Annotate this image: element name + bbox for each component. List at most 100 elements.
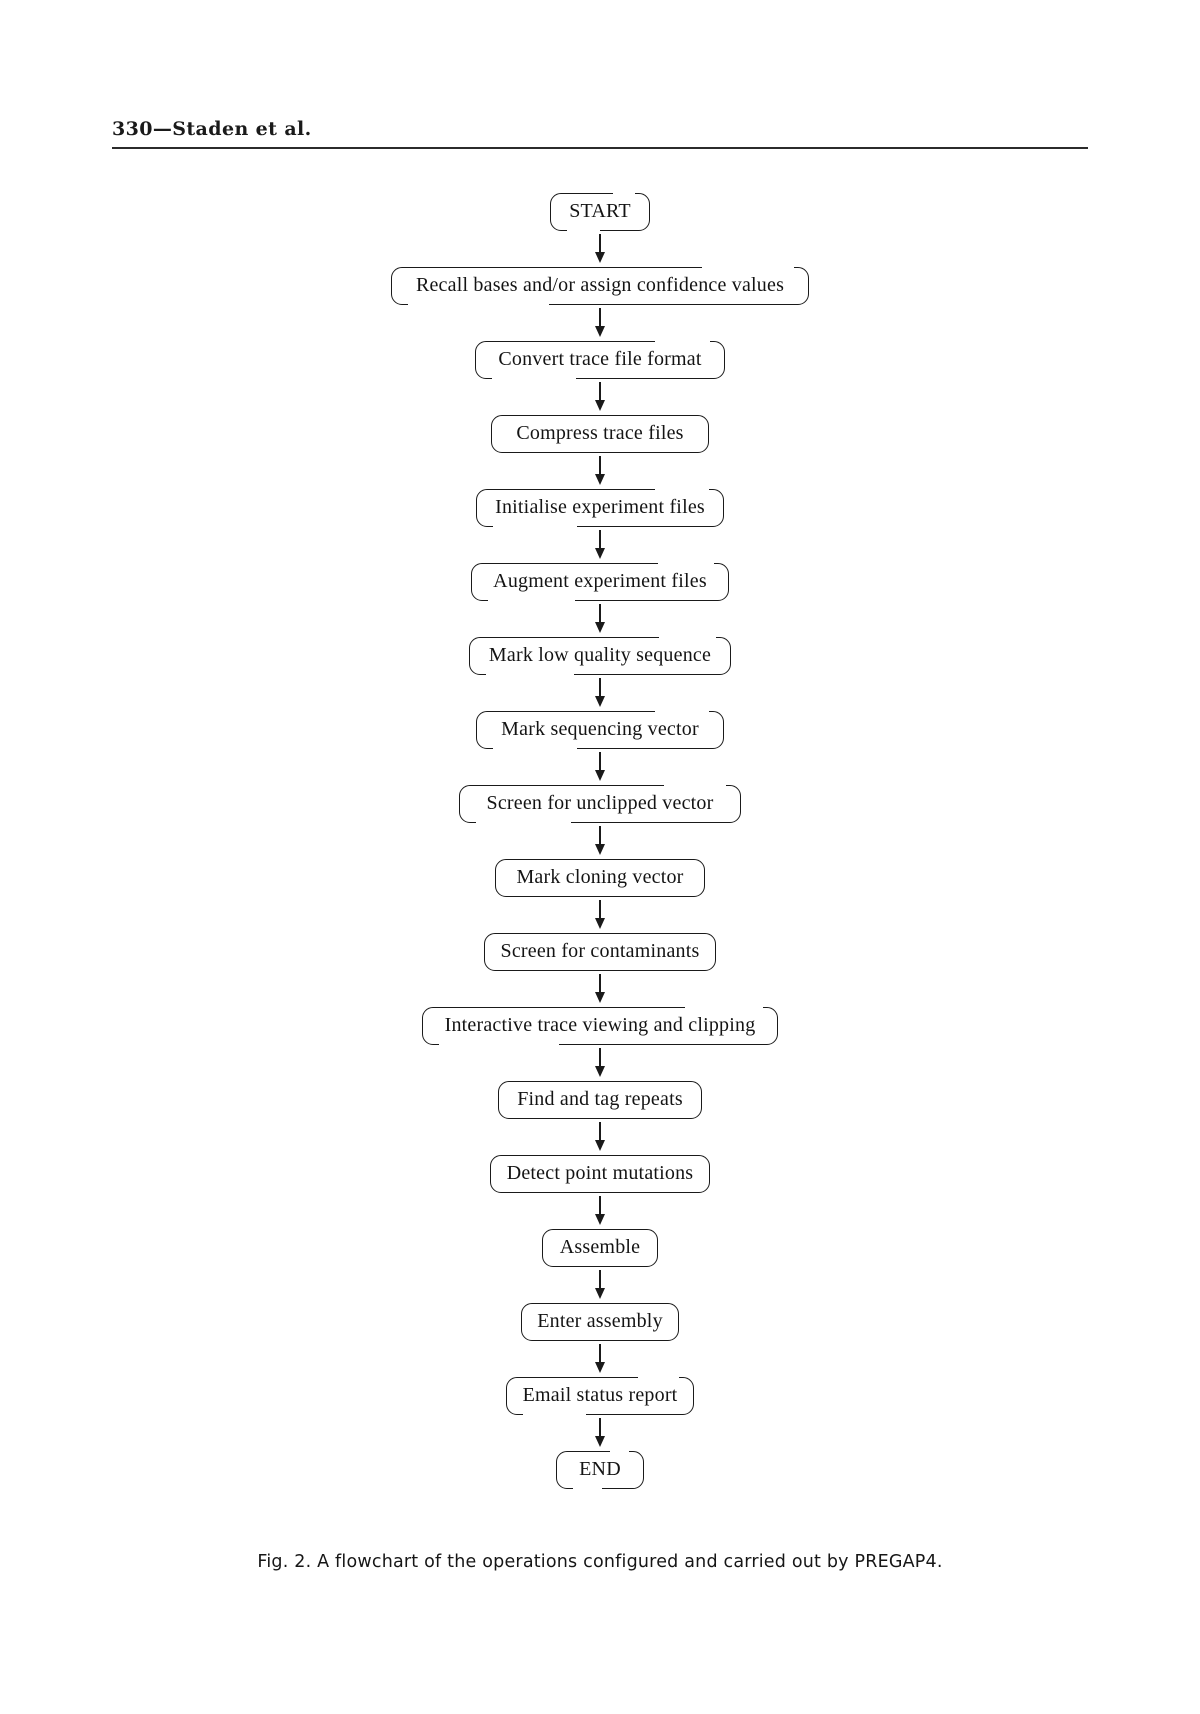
arrow-shaft xyxy=(599,1122,601,1144)
arrow-shaft xyxy=(599,974,601,996)
arrow-down-icon xyxy=(593,1270,607,1300)
arrow-shaft xyxy=(599,604,601,626)
flow-connector-arrow-down-icon xyxy=(0,678,1200,708)
flow-connector-arrow-down-icon xyxy=(0,826,1200,856)
flow-connector-arrow-down-icon xyxy=(0,308,1200,338)
flow-node-end: END xyxy=(556,1450,644,1490)
flow-node-interactive: Interactive trace viewing and clipping xyxy=(422,1006,778,1046)
header-divider xyxy=(112,147,1088,149)
flow-node-row: Initialise experiment files xyxy=(0,486,1200,530)
flow-node-augment: Augment experiment files xyxy=(471,562,729,602)
arrow-down-icon xyxy=(593,308,607,338)
arrow-head xyxy=(595,1362,605,1373)
arrow-shaft xyxy=(599,1048,601,1070)
flow-node-recall: Recall bases and/or assign confidence va… xyxy=(391,266,809,306)
figure-caption-text: Fig. 2. A flowchart of the operations co… xyxy=(257,1552,943,1572)
arrow-shaft xyxy=(599,826,601,848)
flow-node-findrepeats: Find and tag repeats xyxy=(498,1081,702,1119)
arrow-head xyxy=(595,252,605,263)
arrow-shaft xyxy=(599,234,601,256)
flow-node-compress: Compress trace files xyxy=(491,415,709,453)
flow-node-row: Find and tag repeats xyxy=(0,1078,1200,1122)
arrow-head xyxy=(595,1288,605,1299)
flow-node-label: Recall bases and/or assign confidence va… xyxy=(415,274,785,296)
flow-connector-arrow-down-icon xyxy=(0,974,1200,1004)
arrow-head xyxy=(595,474,605,485)
running-head: 330—Staden et al. xyxy=(112,118,1088,149)
arrow-head xyxy=(595,326,605,337)
flow-node-label: Find and tag repeats xyxy=(517,1088,683,1110)
flow-node-label: Mark cloning vector xyxy=(516,866,684,888)
flow-node-label: Detect point mutations xyxy=(506,1162,694,1184)
flow-connector-arrow-down-icon xyxy=(0,530,1200,560)
flow-node-row: Mark low quality sequence xyxy=(0,634,1200,678)
flow-node-start: START xyxy=(550,192,650,232)
flow-node-label: Convert trace file format xyxy=(498,348,702,370)
arrow-shaft xyxy=(599,1418,601,1440)
arrow-shaft xyxy=(599,456,601,478)
arrow-head xyxy=(595,770,605,781)
arrow-head xyxy=(595,548,605,559)
flow-node-convert: Convert trace file format xyxy=(475,340,725,380)
flow-node-row: END xyxy=(0,1448,1200,1492)
arrow-shaft xyxy=(599,1196,601,1218)
flow-node-detectmut: Detect point mutations xyxy=(490,1155,710,1193)
flow-connector-arrow-down-icon xyxy=(0,1122,1200,1152)
flow-node-row: Interactive trace viewing and clipping xyxy=(0,1004,1200,1048)
flow-connector-arrow-down-icon xyxy=(0,900,1200,930)
arrow-head xyxy=(595,1436,605,1447)
arrow-shaft xyxy=(599,530,601,552)
flow-connector-arrow-down-icon xyxy=(0,1270,1200,1300)
flow-node-label: Enter assembly xyxy=(537,1310,663,1332)
flow-node-label: Compress trace files xyxy=(516,422,684,444)
flow-node-label: Initialise experiment files xyxy=(495,496,705,518)
flow-node-label: START xyxy=(569,200,631,222)
flow-node-row: Compress trace files xyxy=(0,412,1200,456)
flow-connector-arrow-down-icon xyxy=(0,1418,1200,1448)
flow-connector-arrow-down-icon xyxy=(0,234,1200,264)
flow-node-row: Email status report xyxy=(0,1374,1200,1418)
flow-node-label: Email status report xyxy=(522,1384,678,1406)
flow-node-row: Convert trace file format xyxy=(0,338,1200,382)
arrow-down-icon xyxy=(593,974,607,1004)
arrow-shaft xyxy=(599,678,601,700)
arrow-down-icon xyxy=(593,456,607,486)
flow-node-label: Screen for contaminants xyxy=(500,940,700,962)
arrow-shaft xyxy=(599,308,601,330)
flow-node-row: Enter assembly xyxy=(0,1300,1200,1344)
arrow-head xyxy=(595,1066,605,1077)
arrow-down-icon xyxy=(593,1048,607,1078)
arrow-down-icon xyxy=(593,1418,607,1448)
flowchart: START Recall bases and/or assign confiden… xyxy=(0,190,1200,1492)
arrow-shaft xyxy=(599,752,601,774)
flow-node-label: Screen for unclipped vector xyxy=(486,792,714,814)
flow-node-row: START xyxy=(0,190,1200,234)
flow-connector-arrow-down-icon xyxy=(0,604,1200,634)
flow-node-label: END xyxy=(579,1458,621,1480)
arrow-shaft xyxy=(599,1344,601,1366)
flow-node-row: Screen for contaminants xyxy=(0,930,1200,974)
flow-node-markquality: Mark low quality sequence xyxy=(469,636,731,676)
arrow-head xyxy=(595,992,605,1003)
flow-node-assemble: Assemble xyxy=(542,1229,658,1267)
arrow-down-icon xyxy=(593,752,607,782)
arrow-head xyxy=(595,844,605,855)
arrow-shaft xyxy=(599,900,601,922)
flow-connector-arrow-down-icon xyxy=(0,1048,1200,1078)
flow-node-screencontam: Screen for contaminants xyxy=(484,933,716,971)
arrow-down-icon xyxy=(593,234,607,264)
flow-node-row: Mark cloning vector xyxy=(0,856,1200,900)
figure-caption: Fig. 2. A flowchart of the operations co… xyxy=(0,1552,1200,1572)
arrow-shaft xyxy=(599,1270,601,1292)
arrow-down-icon xyxy=(593,900,607,930)
arrow-down-icon xyxy=(593,382,607,412)
flow-node-label: Mark low quality sequence xyxy=(488,644,712,666)
arrow-down-icon xyxy=(593,678,607,708)
arrow-head xyxy=(595,696,605,707)
flow-node-markseqvec: Mark sequencing vector xyxy=(476,710,724,750)
arrow-down-icon xyxy=(593,1344,607,1374)
flow-node-label: Mark sequencing vector xyxy=(501,718,699,740)
arrow-head xyxy=(595,1140,605,1151)
flow-connector-arrow-down-icon xyxy=(0,382,1200,412)
arrow-down-icon xyxy=(593,826,607,856)
